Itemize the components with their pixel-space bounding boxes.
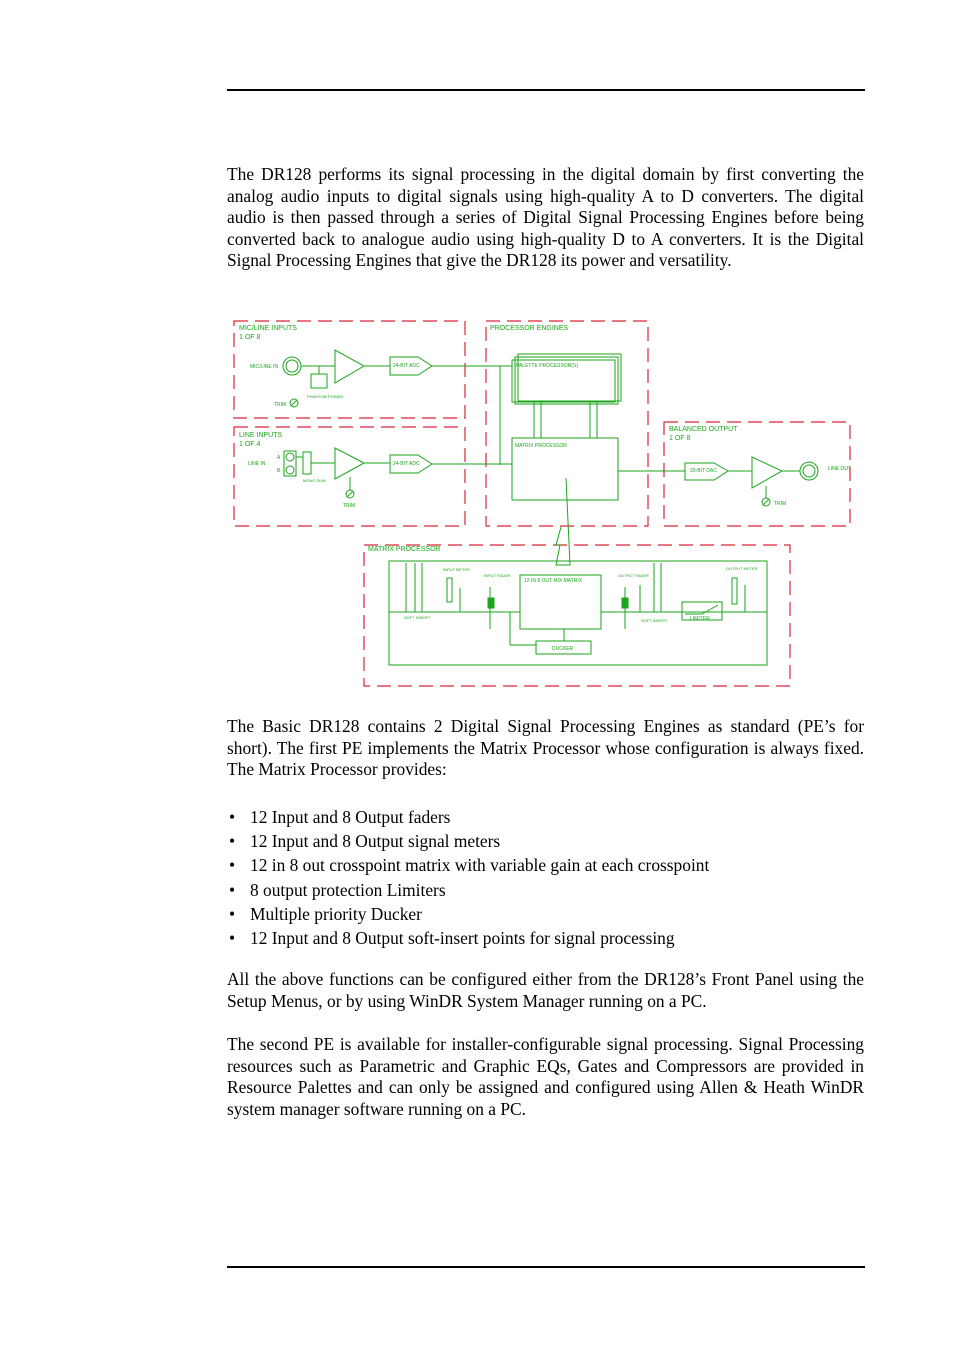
line-adc-block xyxy=(389,454,433,474)
list-item: •12 Input and 8 Output signal meters xyxy=(227,829,864,853)
line-preamp-icon xyxy=(334,447,366,480)
svg-text:1 OF 8: 1 OF 8 xyxy=(669,435,691,442)
svg-text:MONO SUM: MONO SUM xyxy=(303,478,325,483)
svg-text:INPUT METER: INPUT METER xyxy=(443,567,470,572)
list-item: •8 output protection Limiters xyxy=(227,878,864,902)
svg-text:LINE IN: LINE IN xyxy=(248,461,266,467)
svg-text:1 OF 4: 1 OF 4 xyxy=(239,441,261,448)
mono-sum-switch xyxy=(302,451,312,475)
footer-rule xyxy=(227,1266,865,1268)
svg-text:24-BIT ADC: 24-BIT ADC xyxy=(393,461,420,467)
matrix-processor-box xyxy=(363,544,791,687)
list-item: •12 Input and 8 Output faders xyxy=(227,805,864,829)
list-item: •12 Input and 8 Output soft-insert point… xyxy=(227,926,864,950)
mic-adc-block xyxy=(389,356,433,376)
output-amp-icon xyxy=(751,456,784,489)
svg-text:DUCKER: DUCKER xyxy=(552,646,574,652)
output-meter-icon xyxy=(731,577,738,605)
svg-text:12 IN 8 OUT MIX MATRIX: 12 IN 8 OUT MIX MATRIX xyxy=(524,578,583,584)
intro-paragraph: The DR128 performs its signal processing… xyxy=(227,164,864,271)
bullet-icon: • xyxy=(229,855,236,876)
bullet-icon: • xyxy=(229,831,236,852)
mic-inputs-box xyxy=(233,320,466,419)
svg-text:24-BIT ADC: 24-BIT ADC xyxy=(393,363,420,369)
bullet-icon: • xyxy=(229,903,236,924)
output-fader-icon xyxy=(621,597,629,609)
palette-processor-block xyxy=(511,359,616,403)
svg-text:OUTPUT FADER: OUTPUT FADER xyxy=(618,573,649,578)
svg-text:INPUT FADER: INPUT FADER xyxy=(484,573,510,578)
mic-trim-icon xyxy=(289,398,299,408)
svg-text:TRIM: TRIM xyxy=(774,501,786,507)
svg-text:20-BIT DAC: 20-BIT DAC xyxy=(690,468,717,474)
mic-inputs-title: MIC/LINE INPUTS xyxy=(239,325,297,332)
bullet-icon: • xyxy=(229,807,236,827)
line-inputs-title: LINE INPUTS xyxy=(239,432,283,439)
balanced-output-title: BALANCED OUTPUT xyxy=(669,426,738,433)
balanced-output-box xyxy=(663,421,851,527)
svg-text:MIC/LINE IN: MIC/LINE IN xyxy=(250,364,278,370)
line-input-b-icon xyxy=(285,465,295,475)
second-pe-paragraph: The second PE is available for installer… xyxy=(227,1034,864,1119)
xlr-output-icon xyxy=(799,461,819,481)
input-fader-icon xyxy=(487,597,495,609)
svg-text:SOFT INSERT: SOFT INSERT xyxy=(404,615,431,620)
svg-text:LIMITER: LIMITER xyxy=(690,616,710,622)
svg-text:TRIM: TRIM xyxy=(343,503,355,509)
svg-text:A: A xyxy=(277,455,281,461)
configuration-paragraph: All the above functions can be configure… xyxy=(227,969,864,1011)
svg-text:SOFT INSERT: SOFT INSERT xyxy=(641,618,668,623)
mic-preamp-icon xyxy=(334,349,366,384)
matrix-processor-title: MATRIX PROCESSOR xyxy=(368,546,441,553)
processor-engines-title: PROCESSOR ENGINES xyxy=(490,325,569,332)
svg-text:B: B xyxy=(277,468,281,474)
list-item: •Multiple priority Ducker xyxy=(227,902,864,926)
svg-text:OUTPUT METER: OUTPUT METER xyxy=(726,566,758,571)
list-item: •12 in 8 out crosspoint matrix with vari… xyxy=(227,853,864,877)
limiter-block xyxy=(681,601,723,621)
processor-engines-box xyxy=(485,320,649,527)
svg-text:MATRIX PROCESSOR: MATRIX PROCESSOR xyxy=(515,443,567,449)
svg-text:TRIM: TRIM xyxy=(274,402,286,408)
signal-flow-diagram: MIC/LINE INPUTS 1 OF 8 MIC/LINE IN PHANT… xyxy=(233,320,851,687)
line-trim-icon xyxy=(345,489,355,499)
dac-block xyxy=(684,462,729,481)
line-input-a-icon xyxy=(285,452,295,462)
line-inputs-box xyxy=(233,426,466,527)
header-rule xyxy=(227,89,865,91)
svg-text:LINE OUT: LINE OUT xyxy=(828,466,851,472)
mix-matrix-block xyxy=(519,574,602,630)
svg-text:PALETTE PROCESSOR(S): PALETTE PROCESSOR(S) xyxy=(516,363,578,369)
input-meter-icon xyxy=(446,577,453,603)
matrix-processor-block xyxy=(511,437,619,501)
svg-text:1 OF 8: 1 OF 8 xyxy=(239,334,261,341)
matrix-intro-paragraph: The Basic DR128 contains 2 Digital Signa… xyxy=(227,716,864,780)
matrix-features-list: •12 Input and 8 Output faders •12 Input … xyxy=(227,805,864,950)
bullet-icon: • xyxy=(229,927,236,948)
output-trim-icon xyxy=(761,497,771,507)
matrix-detail-frame xyxy=(388,560,768,666)
svg-text:PHANTOM POWER: PHANTOM POWER xyxy=(307,394,343,399)
bullet-icon: • xyxy=(229,879,236,900)
